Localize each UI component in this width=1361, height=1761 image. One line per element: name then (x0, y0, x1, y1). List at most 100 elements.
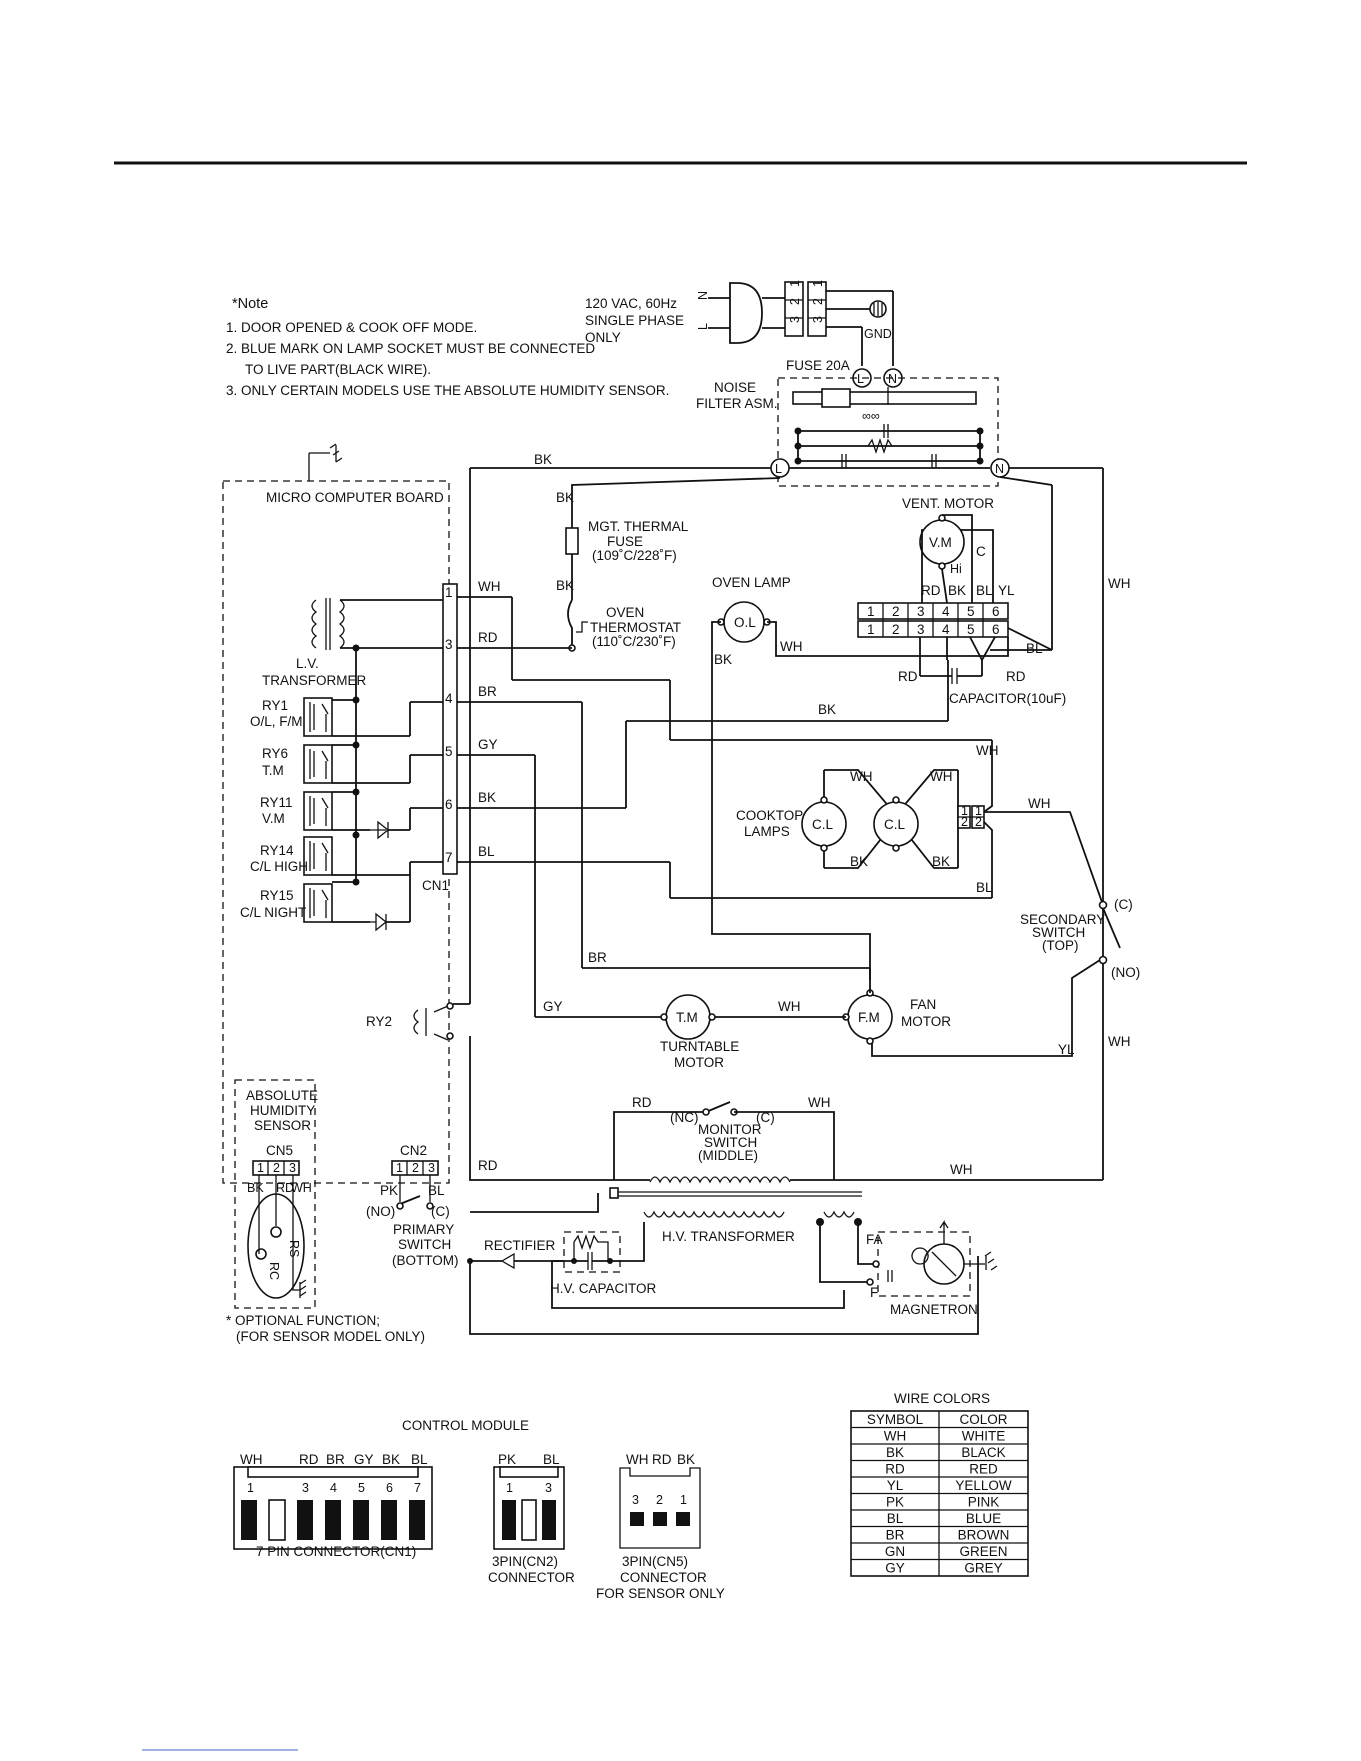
relay-ry15-name: RY15 (260, 888, 294, 903)
secondary-switch-c: (C) (1114, 897, 1133, 912)
wire-color-symbol: PK (886, 1495, 904, 1510)
relay-ry1: RY1 O/L, F/M (250, 697, 443, 737)
wire-color-symbol: WH (884, 1429, 907, 1444)
control-module: CONTROL MODULE WH RD BR GY BK BL 1 3 4 5… (233, 1418, 725, 1601)
oven-lamp-symbol: O.L (734, 615, 756, 630)
wire-label-bk-cn1: BK (478, 790, 496, 805)
cm-cn2-caption-2: CONNECTOR (488, 1570, 575, 1585)
wire-label-rd-bottom: RD (478, 1158, 498, 1173)
cm-cn2-bl: BL (543, 1452, 560, 1467)
monitor-switch-label-2: SWITCH (704, 1135, 757, 1150)
vm-wire-rd: RD (921, 583, 941, 598)
cm-cn5-num-2: 2 (656, 1493, 663, 1507)
thermal-fuse-label-1: MGT. THERMAL (588, 519, 689, 534)
terminal-n-main-label: N (995, 462, 1004, 476)
supply-line-2: SINGLE PHASE (585, 313, 684, 328)
rectifier-label: RECTIFIER (484, 1238, 556, 1253)
monitor-switch-label-3: (MIDDLE) (698, 1148, 758, 1163)
wire-label-wh-lamps: WH (976, 743, 999, 758)
relay-ry1-name: RY1 (262, 698, 288, 713)
optional-note-1: * OPTIONAL FUNCTION; (226, 1313, 380, 1328)
cm-cn1-num-1: 1 (247, 1481, 254, 1495)
oven-lamp: OVEN LAMP O.L BK WH (711, 575, 1009, 980)
wire-color-name: BLACK (961, 1445, 1005, 1460)
hv-capacitor-label: H.V. CAPACITOR (550, 1281, 657, 1296)
vent-pin-4: 4 (942, 604, 950, 619)
relay-ry14: RY14 C/L HIGH (250, 836, 443, 876)
cn2-pin-1: 1 (396, 1161, 403, 1175)
sensor-wire-wh: WH (291, 1181, 312, 1195)
terminal-l-top-label: L (857, 372, 864, 386)
relay-ry11-func: V.M (262, 811, 285, 826)
wire-label-bl-cn1: BL (478, 844, 495, 859)
plug-num-1a: 1 (788, 280, 802, 287)
cn1-pin-5: 5 (445, 744, 453, 759)
noise-filter-label-2: FILTER ASM. (696, 396, 778, 411)
plug-num-3a: 3 (788, 316, 802, 323)
wire-color-symbol: GN (885, 1544, 905, 1559)
wire-label-gy-cn1: GY (478, 737, 498, 752)
wire-color-name: GREEN (959, 1544, 1007, 1559)
vent-pin-3b: 3 (917, 622, 925, 637)
lamp-conn-1b: 1 (975, 804, 982, 818)
cl-wire-bk-right: BK (932, 854, 950, 869)
primary-switch-label-3: (BOTTOM) (392, 1253, 459, 1268)
notes-title: *Note (232, 296, 268, 312)
primary-switch-c: (C) (431, 1204, 450, 1219)
wire-label-bk-top: BK (534, 452, 552, 467)
wire-label-wh-sec: WH (1028, 796, 1051, 811)
vent-motor-hi: Hi (950, 562, 962, 576)
monitor-switch-label-1: MONITOR (698, 1122, 762, 1137)
oven-lamp-label: OVEN LAMP (712, 575, 791, 590)
relay-ry14-func: C/L HIGH (250, 859, 308, 874)
cooktop-lamps-label-2: LAMPS (744, 824, 790, 839)
gnd-label-top: GND (864, 327, 892, 341)
cl-wire-wh-left: WH (850, 769, 873, 784)
note-2b: TO LIVE PART(BLACK WIRE). (245, 362, 431, 377)
wire-color-name: BROWN (958, 1528, 1010, 1543)
wire-colors-header-symbol: SYMBOL (867, 1412, 924, 1427)
plug-num-3b: 3 (811, 316, 825, 323)
power-supply: 120 VAC, 60Hz SINGLE PHASE ONLY N L 1 2 … (585, 280, 903, 388)
wire-label-wh-bottom: WH (950, 1162, 973, 1177)
fan-motor: F.M FAN MOTOR WH (712, 989, 951, 1045)
terminal-l-main-label: L (775, 462, 782, 476)
cn5-pin-3: 3 (289, 1161, 296, 1175)
vent-pin-4b: 4 (942, 622, 950, 637)
optional-note-2: (FOR SENSOR MODEL ONLY) (236, 1329, 425, 1344)
relay-ry14-name: RY14 (260, 843, 294, 858)
cooktop-lamps: WH WH BK BK C.L C.L COOKTOP LAMPS 1 1 2 … (736, 740, 1104, 906)
note-3: 3. ONLY CERTAIN MODELS USE THE ABSOLUTE … (226, 383, 669, 398)
magnetron-fa: FA (866, 1232, 883, 1247)
wire-colors-title: WIRE COLORS (894, 1391, 990, 1406)
wire-label-br-cn1: BR (478, 684, 497, 699)
relay-ry11-name: RY11 (260, 795, 293, 810)
thermostat-label-2: THERMOSTAT (590, 620, 681, 635)
cm-cn1-br: BR (326, 1452, 345, 1467)
oven-thermostat-icon (567, 599, 573, 648)
fan-motor-symbol: F.M (858, 1010, 880, 1025)
cn5-pin-2: 2 (273, 1161, 280, 1175)
cm-cn1-bk: BK (382, 1452, 400, 1467)
cl-wire-wh-right: WH (930, 769, 953, 784)
vent-motor-c: C (976, 544, 986, 559)
sensor-wire-rd: RD (276, 1181, 294, 1195)
cm-cn5-rd: RD (652, 1452, 672, 1467)
relay-ry2: RY2 (366, 1002, 454, 1041)
cooktop-lamp-2-symbol: C.L (884, 817, 906, 832)
magnetron-label: MAGNETRON (890, 1302, 978, 1317)
relay-ry15-func: C/L NIGHT (240, 905, 306, 920)
wire-label-rd-monitor: RD (632, 1095, 652, 1110)
fuse-label: FUSE 20A (786, 358, 850, 373)
wire-color-name: YELLOW (955, 1478, 1012, 1493)
turntable-motor-symbol: T.M (676, 1010, 698, 1025)
noise-filter-label-1: NOISE (714, 380, 756, 395)
relay-ry2-label: RY2 (366, 1014, 392, 1029)
plug-pin-l: L (696, 323, 710, 330)
wire-color-symbol: RD (885, 1462, 905, 1477)
note-1: 1. DOOR OPENED & COOK OFF MODE. (226, 320, 477, 335)
wire-label-wh-right: WH (1108, 576, 1131, 591)
lv-transformer-label-2: TRANSFORMER (262, 673, 367, 688)
wire-color-name: RED (969, 1462, 998, 1477)
cn2-label: CN2 (400, 1143, 427, 1158)
